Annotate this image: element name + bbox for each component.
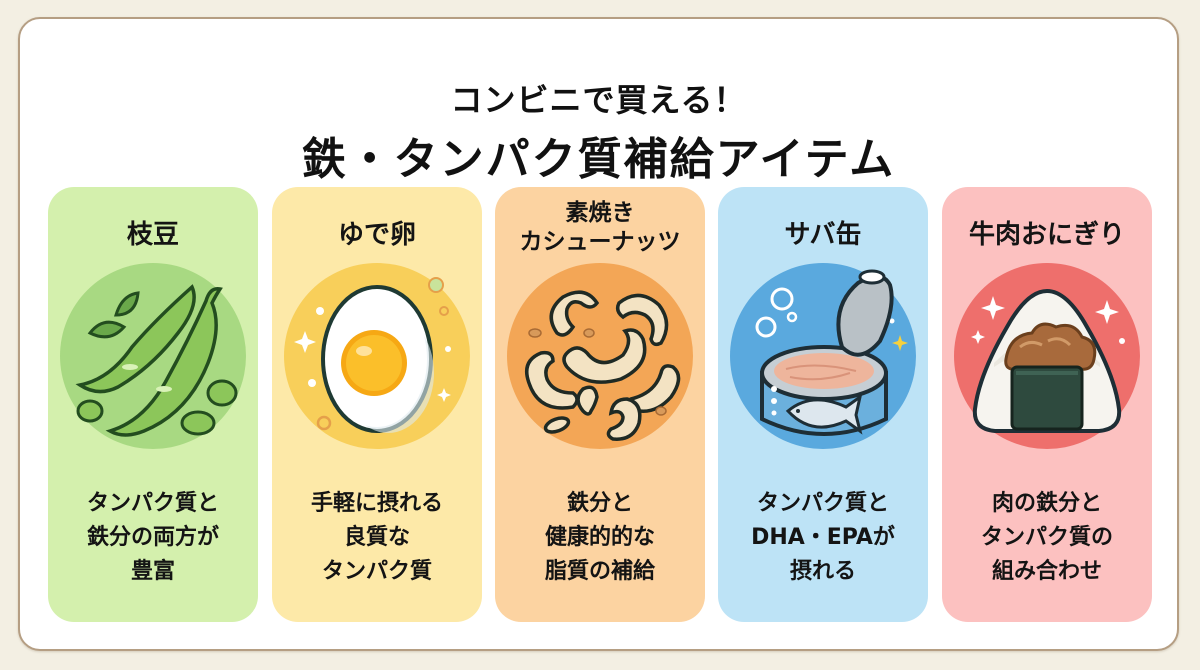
- card-description: 肉の鉄分と タンパク質の 組み合わせ: [980, 491, 1113, 584]
- card-description: タンパク質と DHA・EPAが 摂れる: [751, 491, 895, 584]
- beef-onigiri-icon: [954, 263, 1140, 449]
- cashew-nuts-icon: [507, 263, 693, 449]
- mackerel-can-icon: [730, 263, 916, 449]
- card-description: 手軽に摂れる 良質な タンパク質: [310, 491, 443, 584]
- header-title: 鉄・タンパク質補給アイテム: [301, 134, 896, 185]
- edamame-icon: [60, 263, 246, 449]
- card-boiled-egg: ゆで卵 手軽に摂れる 良質な タンパク質: [272, 187, 482, 622]
- boiled-egg-icon: [284, 263, 470, 449]
- card-title: サバ缶: [784, 220, 862, 250]
- card-title: 枝豆: [126, 220, 179, 250]
- card-title: 素焼き カシューナッツ: [519, 200, 681, 255]
- card-title: 牛肉おにぎり: [968, 220, 1125, 250]
- card-beef-onigiri: 牛肉おにぎり 肉の鉄分と タンパク質の 組み合わせ: [942, 187, 1152, 622]
- card-title: ゆで卵: [337, 220, 416, 250]
- header-subtitle: コンビニで買える！: [450, 81, 747, 119]
- card-cashew-nuts: 素焼き カシューナッツ 鉄分と 健康的的な 脂質の補給: [495, 187, 705, 622]
- card-description: タンパク質と 鉄分の両方が 豊富: [86, 491, 219, 584]
- card-mackerel-can: サバ缶 タンパク質と DHA・EPAが 摂れる: [718, 187, 928, 622]
- card-edamame: 枝豆 タンパク質と 鉄分の両方が 豊富: [48, 187, 258, 622]
- card-description: 鉄分と 健康的的な 脂質の補給: [544, 491, 655, 584]
